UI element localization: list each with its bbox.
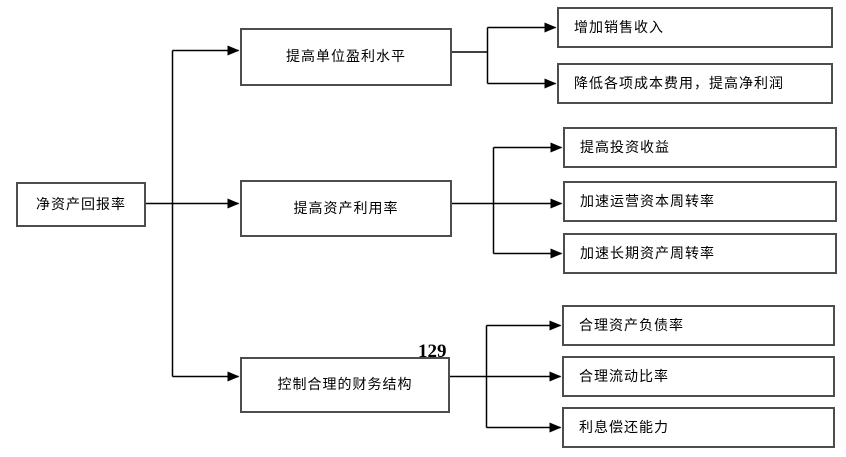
node-leaf-reduce-costs: 降低各项成本费用，提高净利润 <box>557 63 833 104</box>
node-leaf-increase-sales-revenue: 增加销售收入 <box>557 7 833 48</box>
node-branch-asset-utilization: 提高资产利用率 <box>240 180 452 237</box>
page-number: 129 <box>418 341 447 362</box>
node-leaf-working-capital-turnover: 加速运营资本周转率 <box>563 181 837 222</box>
node-branch-financial-structure: 控制合理的财务结构 <box>240 357 450 413</box>
node-leaf-debt-ratio: 合理资产负债率 <box>562 305 835 346</box>
node-leaf-current-ratio: 合理流动比率 <box>562 356 835 397</box>
node-leaf-interest-coverage: 利息偿还能力 <box>562 407 835 448</box>
node-branch-profitability: 提高单位盈利水平 <box>240 28 452 86</box>
node-leaf-investment-return: 提高投资收益 <box>563 127 837 168</box>
node-root: 净资产回报率 <box>16 182 146 227</box>
node-leaf-longterm-asset-turnover: 加速长期资产周转率 <box>563 233 837 274</box>
